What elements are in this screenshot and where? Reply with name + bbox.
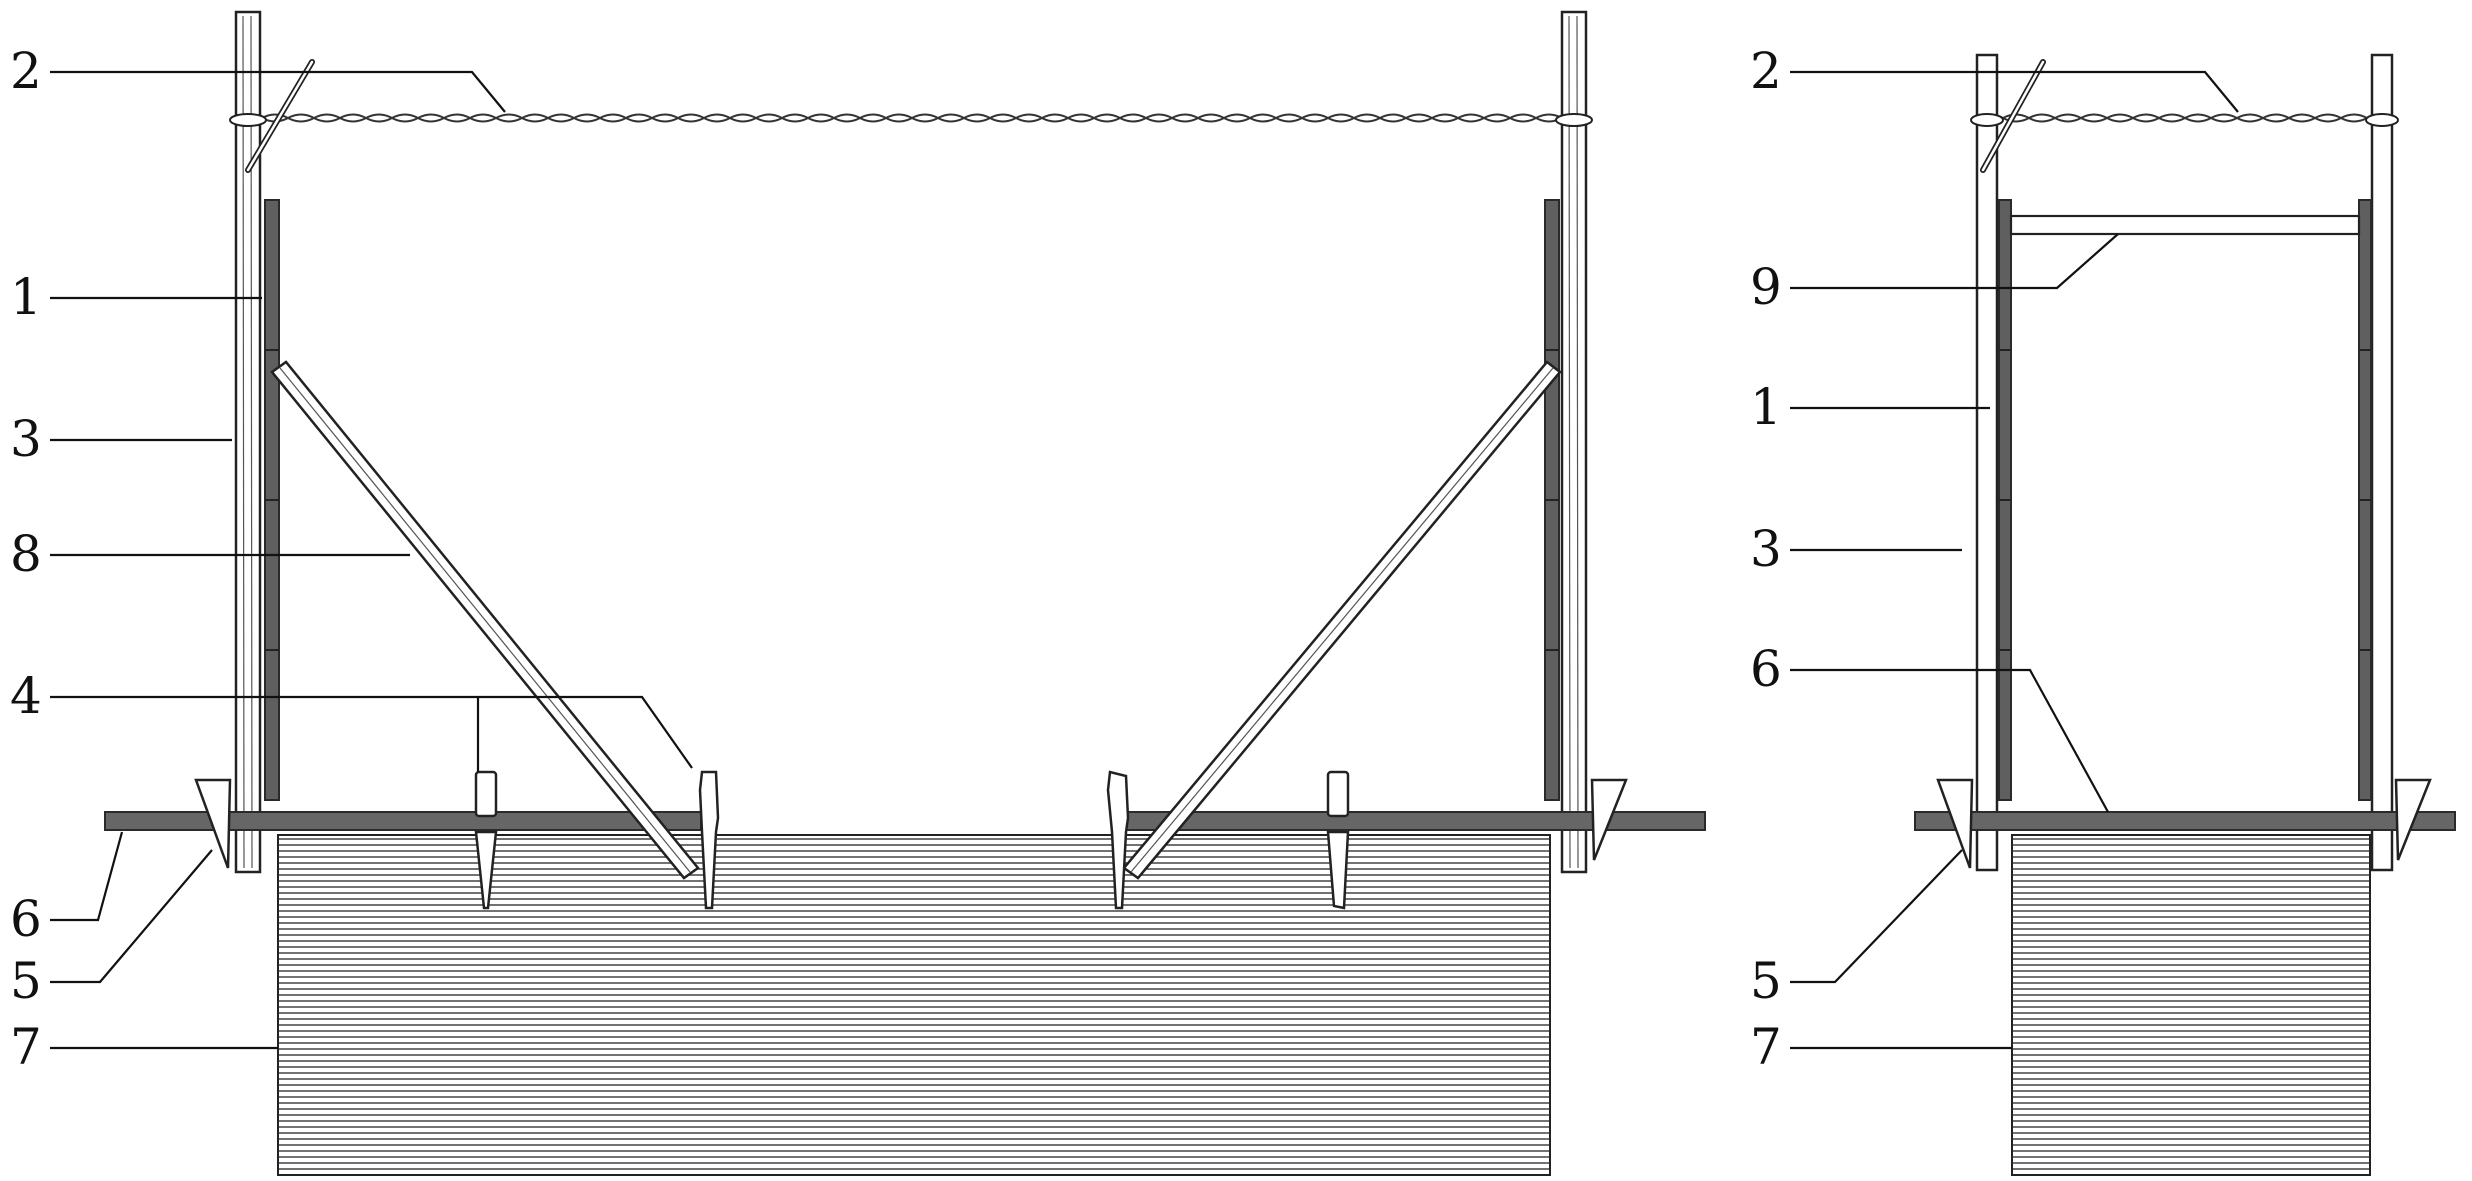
label-4-left: 4 (10, 667, 42, 725)
wedge-right-view-right (2394, 778, 2432, 861)
rope-knot-left (229, 113, 267, 127)
top-strut (2009, 214, 2361, 236)
label-3-left: 3 (10, 410, 42, 468)
diagonal-brace-right (1122, 360, 1562, 880)
formwork-panel-left (264, 199, 280, 801)
timber-post-left-outer (234, 10, 262, 874)
wedge-left (194, 778, 232, 869)
label-2-right: 2 (1750, 42, 1782, 100)
wedge-right-view-left (1936, 778, 1974, 869)
rope-right (1976, 113, 2393, 123)
rope-knot-right (1555, 113, 1593, 127)
stake-3 (1106, 770, 1130, 910)
formwork-panel-right (1544, 199, 1560, 801)
label-7-left: 7 (10, 1018, 42, 1076)
label-9-right: 9 (1750, 258, 1782, 316)
timber-post-right-outer (1560, 10, 1588, 874)
soil-block-right (2011, 834, 2371, 1176)
formwork-panel-right-view-left (1998, 199, 2012, 801)
label-1-left: 1 (10, 268, 42, 326)
label-2-left: 2 (10, 42, 42, 100)
diagonal-brace-left (270, 360, 700, 880)
base-plank-right (1121, 811, 1706, 831)
timber-post-right-view-left (1975, 53, 1999, 872)
soil-block-left (277, 834, 1551, 1176)
base-plank-left (104, 811, 702, 831)
label-1-right: 1 (1750, 378, 1782, 436)
label-3-right: 3 (1750, 520, 1782, 578)
stake-1 (474, 770, 498, 910)
labels-left: 2 1 3 8 4 6 5 7 (10, 42, 42, 1076)
timber-post-right-view-right (2370, 53, 2394, 872)
stake-2 (698, 770, 720, 910)
stake-4 (1326, 770, 1350, 910)
label-6-left: 6 (10, 890, 42, 948)
wedge-right (1590, 778, 1628, 861)
side-view: 2 9 1 3 6 5 7 (1750, 42, 2456, 1176)
label-7-right: 7 (1750, 1018, 1782, 1076)
leader-lines-left (50, 70, 693, 1050)
label-5-left: 5 (10, 952, 42, 1010)
rope-left (235, 113, 1587, 123)
label-6-right: 6 (1750, 640, 1782, 698)
front-view: 2 1 3 8 4 6 5 7 (10, 10, 1706, 1176)
leader-lines-right (1790, 70, 2239, 1050)
labels-right: 2 9 1 3 6 5 7 (1750, 42, 1782, 1076)
label-8-left: 8 (10, 525, 42, 583)
base-plank-right-view (1914, 811, 2456, 831)
label-5-right: 5 (1750, 952, 1782, 1010)
formwork-panel-right-view-right (2358, 199, 2372, 801)
